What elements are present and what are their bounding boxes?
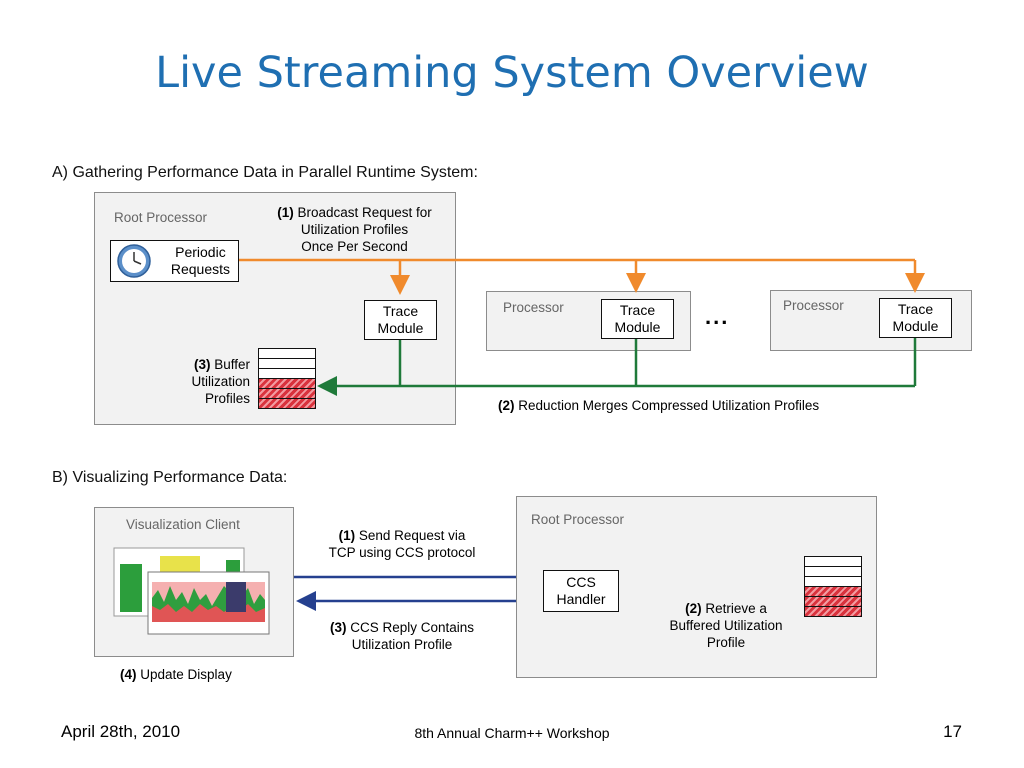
step1-number-b: (1)	[338, 528, 356, 543]
trace-module-label: Trace Module	[892, 301, 939, 334]
step4-text: Update Display	[140, 667, 232, 682]
step3-text-b: CCS Reply Contains Utilization Profile	[350, 620, 475, 652]
profile-buffer-a	[258, 348, 316, 409]
step3-number-b: (3)	[329, 620, 347, 635]
footer-page-number: 17	[943, 722, 962, 741]
trace-module-2: Trace Module	[879, 298, 952, 338]
step4-update-note: (4) Update Display	[120, 666, 232, 683]
processor-label-2: Processor	[783, 298, 844, 313]
broadcast-arrows	[239, 258, 925, 295]
footer-event: 8th Annual Charm++ Workshop	[414, 725, 610, 741]
trace-module-1: Trace Module	[601, 299, 674, 339]
step1-text-b: Send Request via TCP using CCS protocol	[328, 528, 476, 560]
step2-reduction-note: (2) Reduction Merges Compressed Utilizat…	[498, 397, 819, 414]
step1-broadcast-note: (1) Broadcast Request for Utilization Pr…	[258, 204, 451, 255]
footer-date: April 28th, 2010	[61, 722, 181, 741]
step2-text-b: Retrieve a Buffered Utilization Profile	[669, 601, 783, 650]
step3-text: Buffer Utilization Profiles	[191, 357, 250, 406]
processor-label-1: Processor	[503, 300, 564, 315]
step1-text: Broadcast Request for Utilization Profil…	[297, 205, 432, 254]
profile-buffer-b	[804, 556, 862, 617]
trace-module-root: Trace Module	[364, 300, 437, 340]
step3-number: (3)	[193, 357, 211, 372]
trace-module-label: Trace Module	[614, 302, 661, 335]
ccs-handler-label: CCS Handler	[556, 574, 606, 607]
step2-text: Reduction Merges Compressed Utilization …	[518, 398, 820, 413]
periodic-requests-box: Periodic Requests	[110, 240, 239, 282]
step3-reply-note: (3) CCS Reply Contains Utilization Profi…	[310, 619, 494, 653]
section-b-heading: B) Visualizing Performance Data:	[52, 469, 288, 486]
section-a-heading: A) Gathering Performance Data in Paralle…	[52, 164, 478, 181]
step2-number: (2)	[498, 398, 515, 413]
slide-title: Live Streaming System Overview	[155, 48, 869, 98]
ellipsis: ...	[705, 304, 730, 329]
root-processor-label-a: Root Processor	[114, 210, 208, 225]
step1-number: (1)	[277, 205, 294, 220]
step1-send-note: (1) Send Request via TCP using CCS proto…	[310, 527, 494, 561]
step2-number-b: (2)	[685, 601, 702, 616]
step2-retrieve-note: (2) Retrieve a Buffered Utilization Prof…	[654, 600, 798, 651]
periodic-requests-label: Periodic Requests	[170, 244, 230, 277]
trace-module-label: Trace Module	[377, 303, 424, 336]
reduction-arrows	[317, 338, 917, 396]
root-processor-label-b: Root Processor	[531, 512, 625, 527]
ccs-handler-box: CCS Handler	[543, 570, 619, 612]
visualization-client-label: Visualization Client	[126, 517, 240, 532]
step4-number: (4)	[120, 667, 137, 682]
step3-buffer-note: (3) Buffer Utilization Profiles	[160, 356, 250, 407]
